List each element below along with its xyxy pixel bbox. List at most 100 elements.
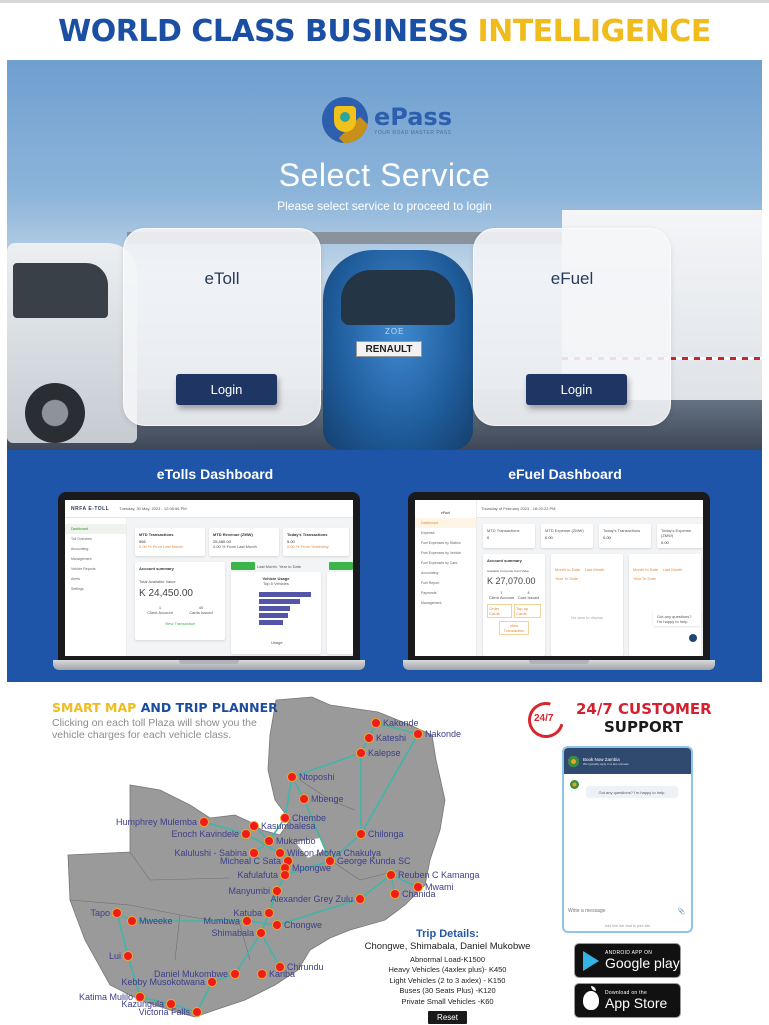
toll-plaza-label[interactable]: Enoch Kavindele	[171, 829, 239, 839]
service-card-efuel[interactable]: eFuel Login	[473, 228, 671, 426]
toll-plaza-marker[interactable]	[112, 908, 122, 918]
toll-plaza-label[interactable]: Humphrey Mulemba	[115, 817, 197, 827]
attachment-icon[interactable]: 📎	[677, 909, 685, 915]
toll-plaza-marker[interactable]	[272, 886, 282, 896]
toll-plaza-label[interactable]: Mpongwe	[292, 863, 332, 873]
sidebar-item: Expense	[421, 531, 435, 535]
toll-plaza-label[interactable]: Chilonga	[368, 829, 404, 839]
toll-plaza-label[interactable]: Kasumbalesa	[261, 821, 316, 831]
page-subtitle: Please select service to proceed to logi…	[277, 199, 492, 213]
toll-plaza-marker[interactable]	[166, 999, 176, 1009]
toll-plaza-marker[interactable]	[364, 733, 374, 743]
toll-plaza-label[interactable]: Micheal C Sata	[219, 856, 281, 866]
toll-plaza-label[interactable]: Reuben C Kamanga	[398, 870, 480, 880]
toll-plaza-label[interactable]: Nakonde	[425, 729, 462, 739]
toll-plaza-label[interactable]: Kariba	[269, 969, 296, 979]
toll-plaza-label[interactable]: Mwami	[425, 882, 454, 892]
chat-message-input[interactable]	[568, 908, 688, 914]
shield-user-icon	[322, 97, 368, 143]
toll-plaza-label[interactable]: Mukambo	[276, 836, 316, 846]
google-play-icon	[583, 950, 599, 971]
toll-plaza-label[interactable]: Kateshi	[376, 733, 407, 743]
toll-plaza-marker[interactable]	[249, 848, 259, 858]
efuel-login-button[interactable]: Login	[526, 374, 627, 405]
toll-plaza-label[interactable]: Tapo	[90, 908, 110, 918]
toll-plaza-marker[interactable]	[413, 882, 423, 892]
toll-plaza-label[interactable]: Katuba	[233, 908, 262, 918]
toll-plaza-marker[interactable]	[192, 1007, 202, 1017]
toll-plaza-marker[interactable]	[242, 916, 252, 926]
toll-plaza-marker[interactable]	[249, 821, 259, 831]
trip-heading: Trip Details:	[416, 928, 479, 940]
toll-plaza-marker[interactable]	[299, 794, 309, 804]
toll-plaza-marker[interactable]	[230, 969, 240, 979]
toll-plaza-marker[interactable]	[256, 928, 266, 938]
toll-plaza-marker[interactable]	[386, 870, 396, 880]
toll-plaza-marker[interactable]	[127, 916, 137, 926]
toll-plaza-label[interactable]: Mbenge	[311, 794, 344, 804]
toll-plaza-marker[interactable]	[280, 870, 290, 880]
toll-plaza-marker[interactable]	[287, 772, 297, 782]
chat-footer[interactable]: Add free live chat to your site	[604, 924, 651, 928]
toll-plaza-label[interactable]: George Kunda SC	[337, 856, 411, 866]
toll-plaza-marker[interactable]	[356, 829, 366, 839]
toll-plaza-label[interactable]: Kalulushi - Sabina	[174, 848, 247, 858]
google-play-button[interactable]: ANDROID APP ON Google play	[574, 943, 681, 978]
toll-plaza-marker[interactable]	[241, 829, 251, 839]
etoll-sidebar: Dashboard Toll Overview Accounting Manag…	[65, 518, 127, 656]
toll-plaza-label[interactable]: Chirundu	[287, 962, 324, 972]
sidebar-item: Alerts	[71, 577, 80, 581]
trip-route: Chongwe, Shimabala, Daniel Mukobwe	[364, 941, 531, 952]
toll-plaza-label[interactable]: Kalepse	[368, 748, 401, 758]
toll-plaza-label[interactable]: Daniel Mukombwe	[153, 969, 228, 979]
etoll-login-button[interactable]: Login	[176, 374, 277, 405]
etoll-dashboard-screenshot: NRFA E-TOLL Tuesday, 30 May, 2023 - 12:0…	[65, 500, 353, 656]
toll-plaza-label[interactable]: Lui	[108, 951, 121, 961]
toll-plaza-marker[interactable]	[135, 992, 145, 1002]
toll-plaza-label[interactable]: Katima Mulilo	[78, 992, 133, 1002]
toll-plaza-marker[interactable]	[123, 951, 133, 961]
account-summary-card: Account summary Total Available Value K …	[135, 562, 225, 640]
sidebar-item: Payments	[421, 591, 437, 595]
toll-plaza-marker[interactable]	[371, 718, 381, 728]
toll-plaza-label[interactable]: Mweeke	[139, 916, 173, 926]
car-model-badge: ZOE	[385, 327, 405, 336]
toll-plaza-marker[interactable]	[272, 920, 282, 930]
toll-plaza-marker[interactable]	[413, 729, 423, 739]
toll-plaza-label[interactable]: Kebby Musokotwana	[121, 977, 205, 987]
toll-plaza-label[interactable]: Kazungula	[121, 999, 164, 1009]
toll-plaza-marker[interactable]	[356, 748, 366, 758]
toll-plaza-label[interactable]: Alexander Grey Zulu	[270, 894, 353, 904]
toll-plaza-label[interactable]: Victoria Falls	[138, 1007, 190, 1017]
toll-plaza-marker[interactable]	[257, 969, 267, 979]
toll-plaza-label[interactable]: Mumbwa	[203, 916, 240, 926]
toll-plaza-marker[interactable]	[275, 848, 285, 858]
toll-plaza-label[interactable]: Chongwe	[284, 920, 323, 930]
toll-plaza-marker[interactable]	[264, 836, 274, 846]
toll-plaza-label[interactable]: Kakonde	[383, 718, 419, 728]
toll-plaza-marker[interactable]	[207, 977, 217, 987]
efuel-dashboard-screenshot: Thursday of February 2023 - 16:20:22 PM …	[415, 500, 703, 656]
toll-plaza-label[interactable]: Chembe	[292, 813, 327, 823]
toll-plaza-marker[interactable]	[264, 908, 274, 918]
app-store-button[interactable]: Download on the App Store	[574, 983, 681, 1018]
toll-plaza-label[interactable]: Shimabala	[211, 928, 254, 938]
toll-plaza-marker[interactable]	[275, 962, 285, 972]
toll-plaza-marker[interactable]	[199, 817, 209, 827]
chat-avatar-icon	[568, 755, 579, 767]
toll-plaza-label[interactable]: Ntoposhi	[299, 772, 335, 782]
chat-widget: Book Now Zambia We typically reply in a …	[562, 746, 693, 933]
toll-plaza-marker[interactable]	[280, 813, 290, 823]
toll-plaza-marker[interactable]	[390, 889, 400, 899]
toll-plaza-marker[interactable]	[325, 856, 335, 866]
toll-plaza-label[interactable]: Wilson Mofya Chakulya	[287, 848, 382, 858]
etoll-laptop-mockup: NRFA E-TOLL Tuesday, 30 May, 2023 - 12:0…	[53, 492, 365, 670]
service-card-etoll[interactable]: eToll Login	[123, 228, 321, 426]
reset-button[interactable]: Reset	[428, 1011, 467, 1025]
stat-card: Today's Expense (ZMW)0.00	[657, 524, 703, 548]
toll-plaza-label[interactable]: Kafulafuta	[237, 870, 278, 880]
trip-details-panel: Trip Details: Chongwe, Shimabala, Daniel…	[345, 928, 550, 1025]
toll-plaza-label[interactable]: Manyumbi	[228, 886, 270, 896]
toll-plaza-label[interactable]: Chanida	[402, 889, 436, 899]
toll-plaza-marker[interactable]	[355, 894, 365, 904]
